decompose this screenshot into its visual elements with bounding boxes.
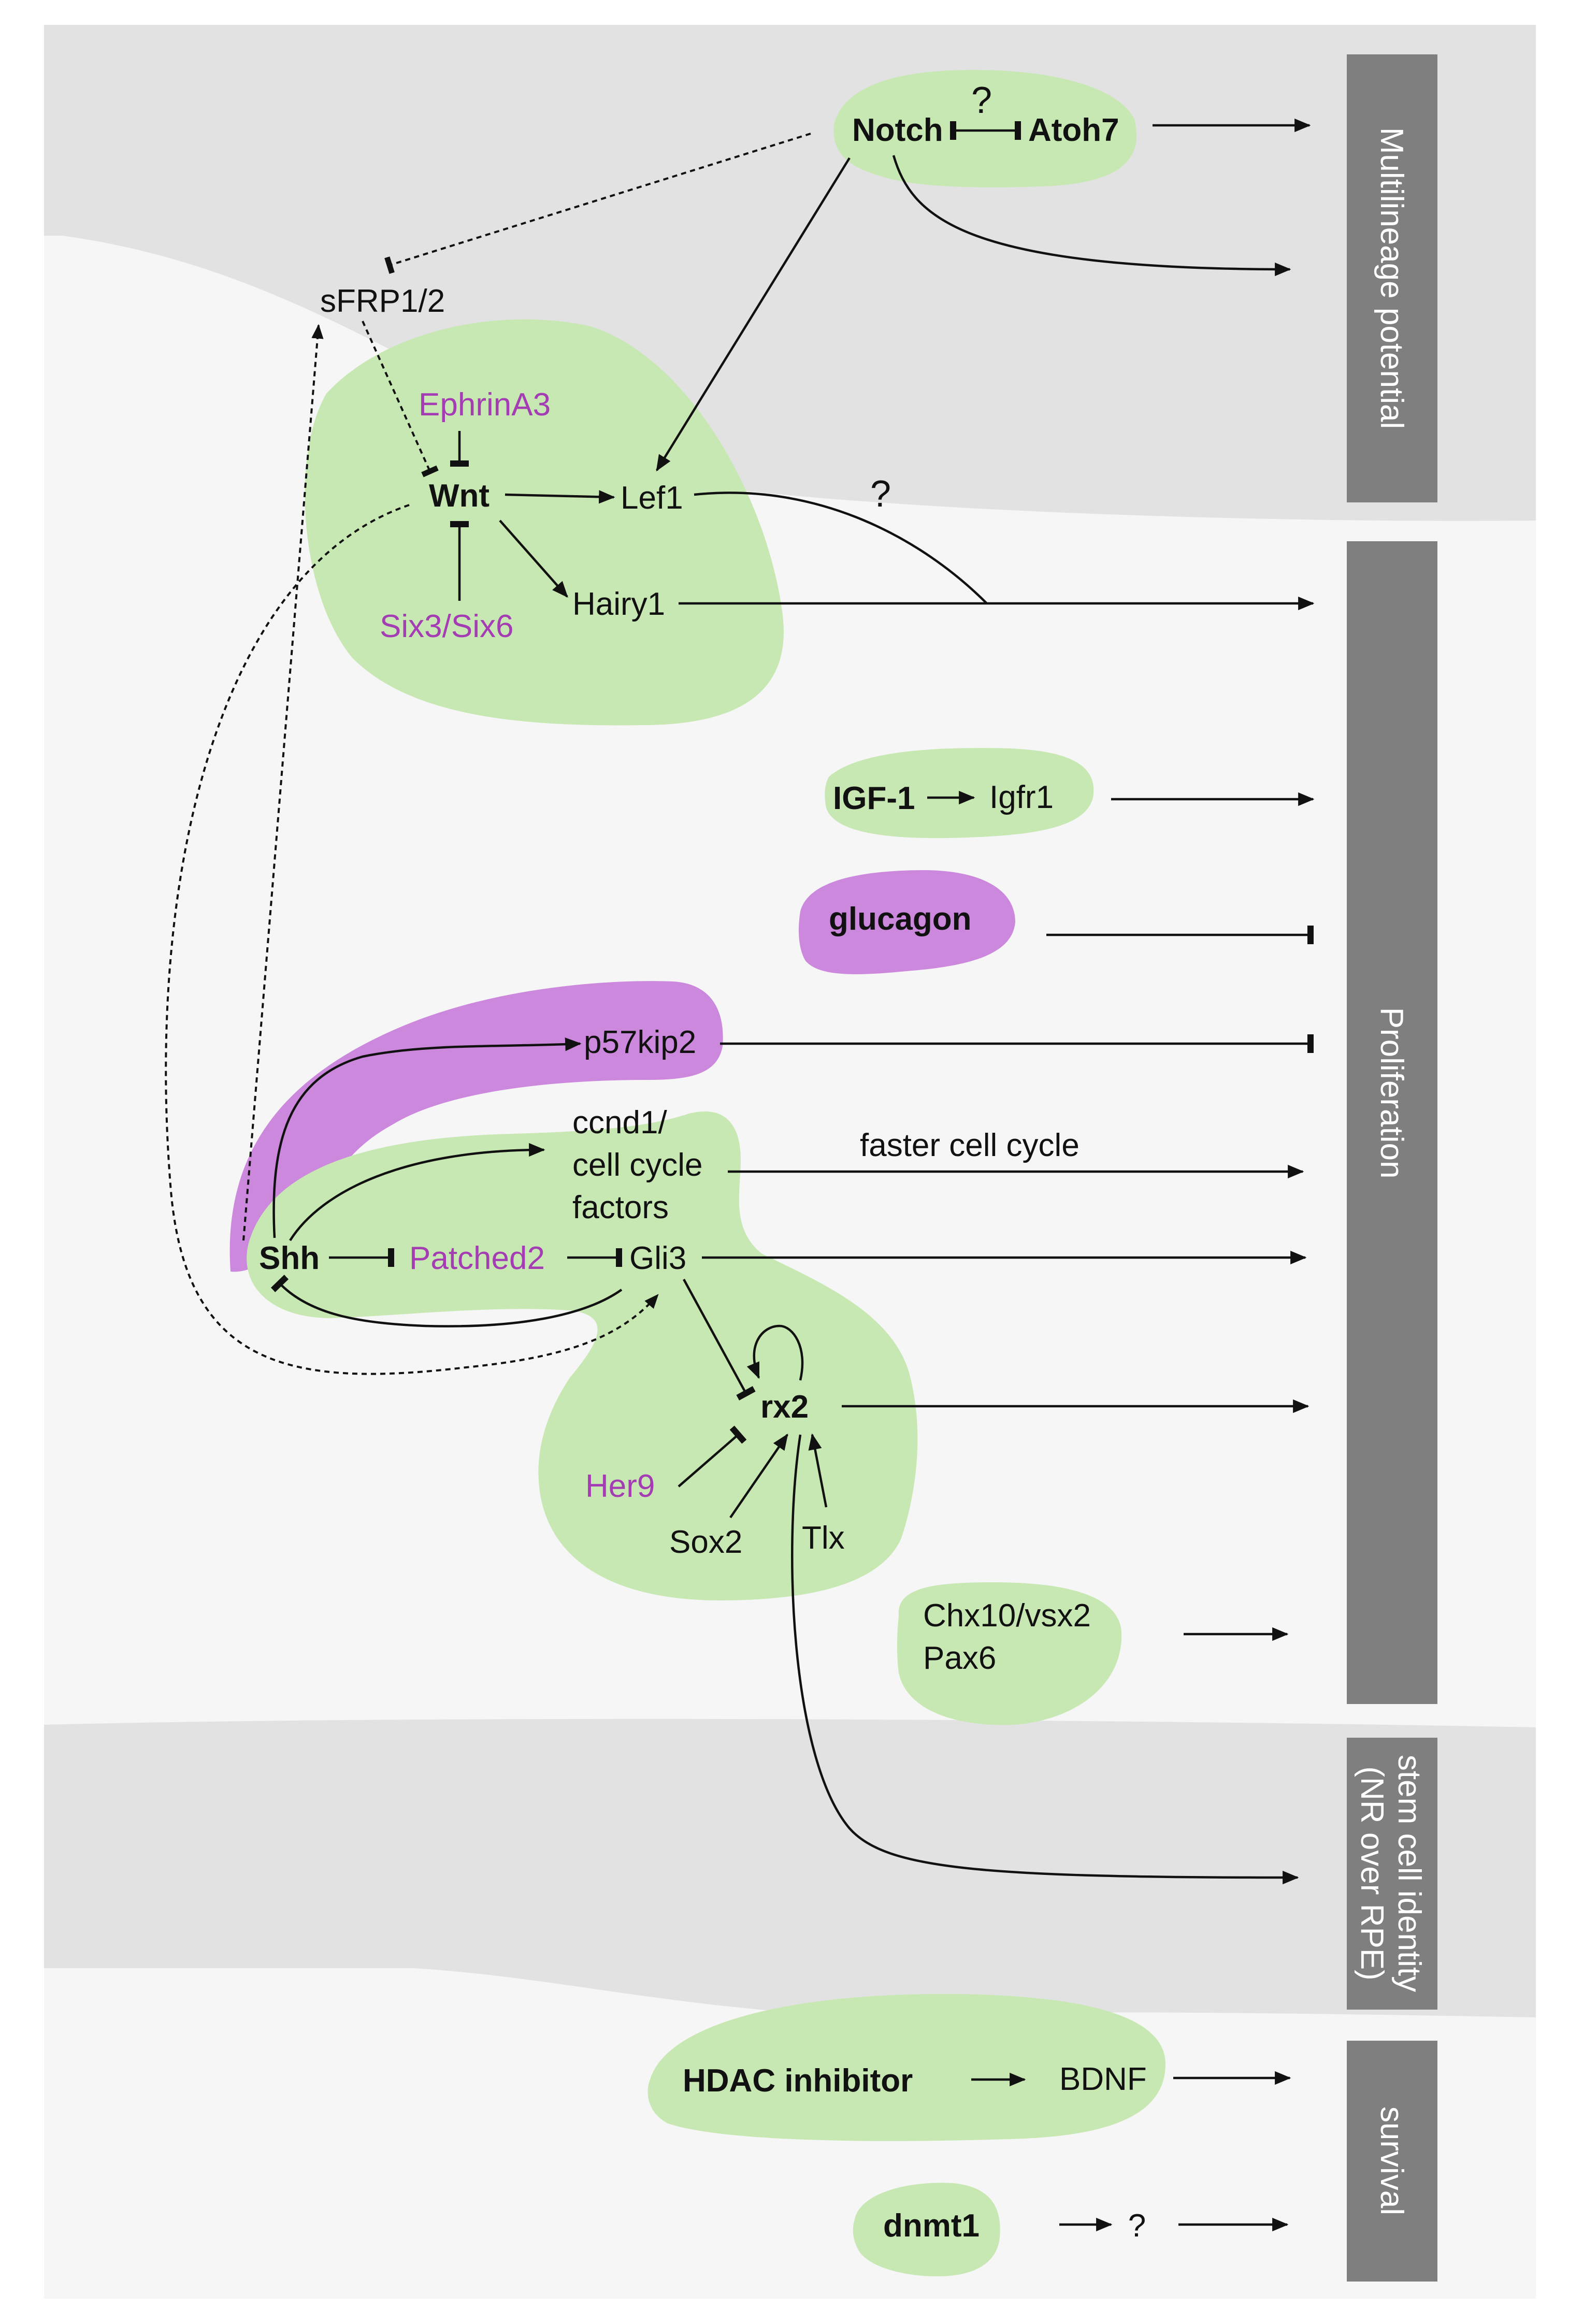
node-sfrp: sFRP1/2 <box>320 283 445 319</box>
edges <box>165 118 1315 2232</box>
panel-multilineage <box>1347 54 1437 502</box>
edge-wnt-lef1 <box>505 490 615 504</box>
node-hdac: HDAC inhibitor <box>683 2063 913 2099</box>
band-multilineage <box>44 25 1536 521</box>
node-dnmt1: dnmt1 <box>883 2208 980 2244</box>
notch-atoh7-question: ? <box>971 80 992 121</box>
node-lef1: Lef1 <box>621 480 683 516</box>
node-bdnf: BDNF <box>1059 2061 1147 2097</box>
blob-chx10 <box>897 1582 1122 1725</box>
node-p57kip2: p57kip2 <box>584 1024 696 1060</box>
edge-tlx-rx2 <box>808 1433 828 1508</box>
node-her9: Her9 <box>585 1468 655 1504</box>
panel-stem-identity <box>1347 1738 1437 2010</box>
blob-wnt <box>305 319 784 726</box>
edge-notch-sfrp <box>384 133 811 274</box>
node-gli3: Gli3 <box>629 1240 686 1276</box>
edge-rx2-selfloop <box>746 1324 804 1381</box>
edge-notch-out <box>892 155 1291 277</box>
blob-purple-p57 <box>229 981 723 1272</box>
edge-notch-lef1 <box>656 157 851 472</box>
panel-survival <box>1347 2041 1437 2282</box>
blob-hdac <box>647 1994 1165 2141</box>
node-patched2: Patched2 <box>409 1240 545 1276</box>
edge-her9-rx2 <box>678 1425 747 1488</box>
node-tlx: Tlx <box>802 1520 845 1556</box>
outcome-panels: Multilineage potential Proliferation ste… <box>1347 54 1437 2282</box>
edge-wnt-gli3-dashed <box>165 504 659 1375</box>
node-igfr1: Igfr1 <box>989 780 1054 815</box>
edge-wnt-hairy1 <box>499 519 568 598</box>
node-shh: Shh <box>259 1240 320 1276</box>
blob-shh <box>247 1111 918 1600</box>
node-ccnd1-1: ccnd1/ <box>572 1105 667 1141</box>
edge-lef1-merge <box>694 492 988 604</box>
edge-sox2-rx2 <box>729 1433 788 1519</box>
edge-shh-ccnd1 <box>289 1143 545 1242</box>
panel-stem-label-1: stem cell identity <box>1391 1755 1427 1992</box>
faster-cell-cycle-label: faster cell cycle <box>860 1128 1079 1163</box>
node-atoh7: Atoh7 <box>1028 112 1119 148</box>
panel-proliferation <box>1347 541 1437 1704</box>
edge-gli3-rx2 <box>683 1278 756 1401</box>
node-hairy1: Hairy1 <box>572 586 665 622</box>
panel-proliferation-label: Proliferation <box>1374 1007 1409 1179</box>
blobs <box>229 70 1165 2276</box>
node-pax6: Pax6 <box>923 1640 996 1676</box>
edge-gli3-shh <box>270 1275 623 1327</box>
node-ccnd1-2: cell cycle <box>572 1147 703 1183</box>
lef1-question: ? <box>870 473 891 515</box>
node-notch: Notch <box>852 112 943 148</box>
panel-survival-label: survival <box>1374 2106 1409 2215</box>
node-ccnd1-3: factors <box>572 1190 669 1225</box>
band-stem-identity <box>44 1719 1536 2017</box>
node-wnt: Wnt <box>429 478 490 514</box>
blob-dnmt1 <box>853 2183 1000 2276</box>
edge-shh-sfrp-dashed <box>242 324 324 1241</box>
panel-stem-label-2: (NR over RPE) <box>1354 1766 1390 1980</box>
blob-glucagon <box>799 870 1015 974</box>
node-six3six6: Six3/Six6 <box>380 609 513 644</box>
node-ephrina3: EphrinA3 <box>419 387 551 423</box>
edge-rx2-stem <box>791 1434 1299 1885</box>
node-igf1: IGF-1 <box>833 781 915 816</box>
panel-multilineage-label: Multilineage potential <box>1374 127 1409 429</box>
edge-shh-p57 <box>272 1037 582 1238</box>
dnmt1-question: ? <box>1128 2208 1146 2244</box>
node-rx2: rx2 <box>760 1389 809 1425</box>
node-labels: Notch ? Atoh7 sFRP1/2 EphrinA3 Wnt Lef1 … <box>259 80 1147 2244</box>
node-chx10: Chx10/vsx2 <box>923 1598 1091 1634</box>
node-sox2: Sox2 <box>669 1524 742 1560</box>
node-glucagon: glucagon <box>829 901 972 937</box>
